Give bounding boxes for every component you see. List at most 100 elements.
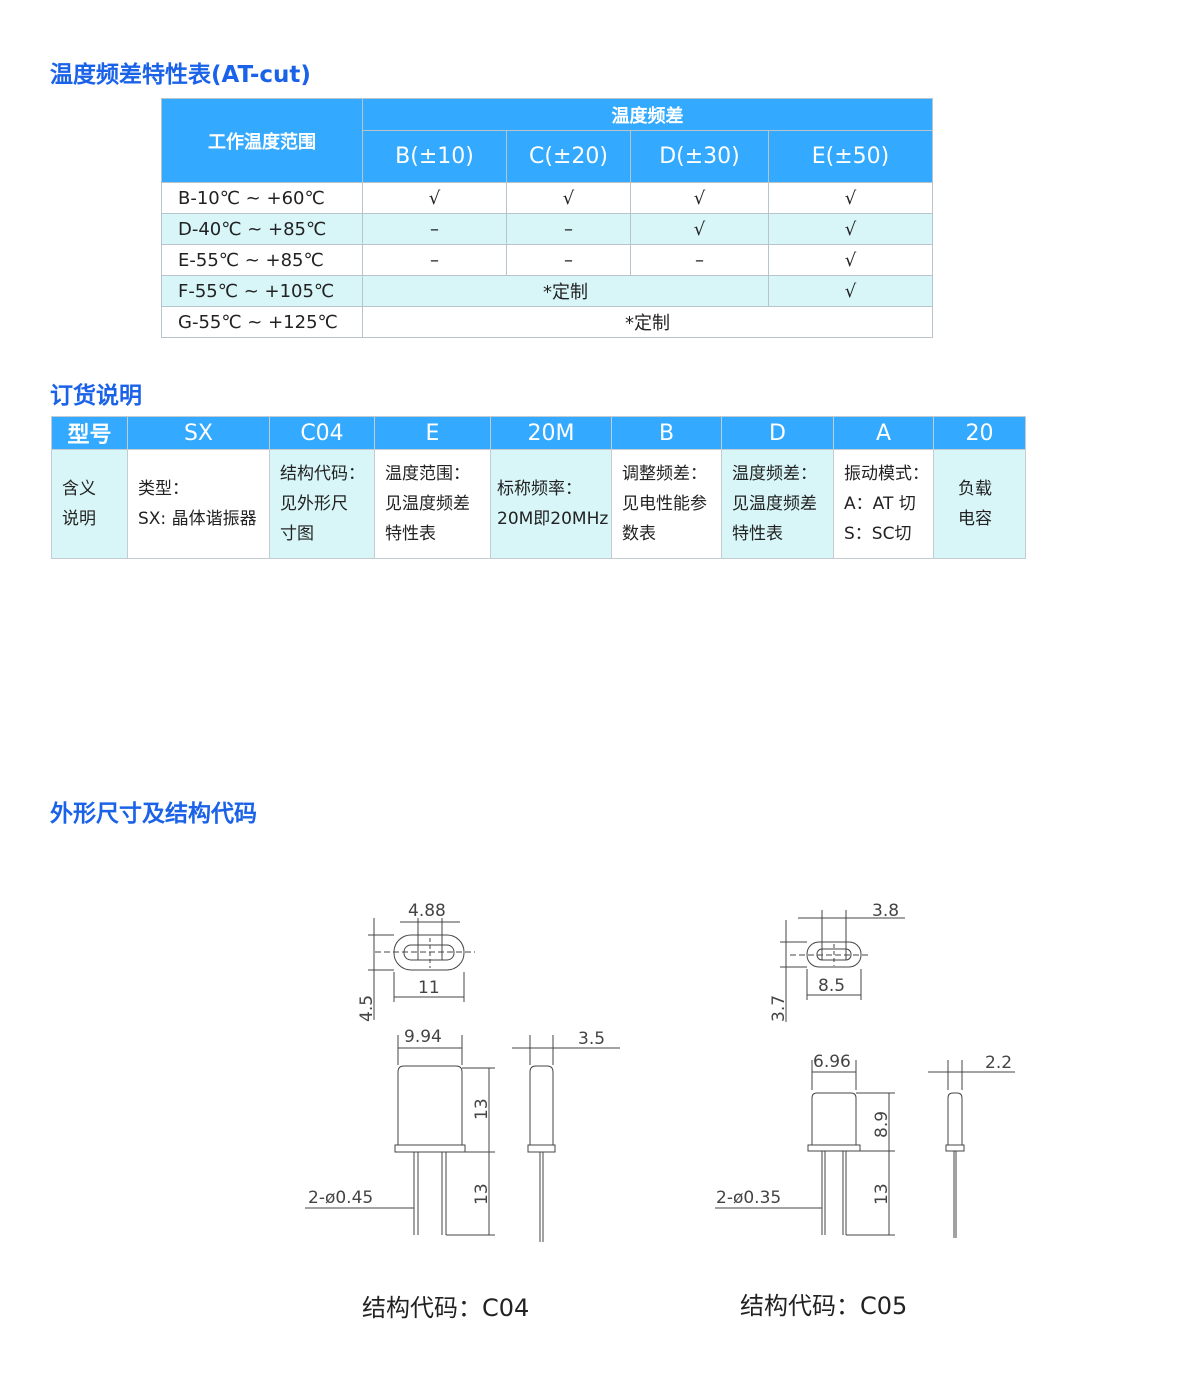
row-range: D-40℃ ~ +85℃ — [161, 213, 363, 245]
order-desc-cell: 负载电容 — [933, 449, 1026, 559]
order-desc-cell: 结构代码： 见外形尺寸图 — [269, 449, 375, 559]
desc-line: A：AT 切 — [844, 494, 916, 514]
c04-dim-body-height: 13 — [472, 1098, 492, 1120]
desc-line: 类型： — [138, 479, 189, 499]
order-header-cell: 型号 — [51, 416, 128, 450]
order-desc-cell: 振动模式： A：AT 切 S：SC切 — [833, 449, 934, 559]
cell: √ — [506, 182, 631, 214]
c04-dim-top-width: 4.88 — [408, 901, 446, 921]
order-code-table: 型号 SX C04 E 20M B D A 20 含义说明 类型：SX: 晶体谐… — [51, 416, 1026, 559]
c04-dim-body-width: 9.94 — [404, 1027, 442, 1047]
desc-line: 寸图 — [280, 524, 314, 544]
desc-line: 说明 — [62, 509, 96, 529]
desc-line: 电容 — [958, 509, 992, 529]
order-header-cell: E — [374, 416, 491, 450]
order-desc-cell: 温度范围： 见温度频差特性表 — [374, 449, 491, 559]
c05-top-view — [780, 910, 905, 1022]
order-header-cell: 20M — [490, 416, 612, 450]
desc-line: 调整频差： — [622, 464, 707, 484]
custom-cell: *定制 — [362, 306, 933, 338]
table-row: G-55℃ ~ +125℃ *定制 — [161, 306, 933, 338]
order-desc-cell: 温度频差： 见温度频差特性表 — [721, 449, 834, 559]
dimension-section-title: 外形尺寸及结构代码 — [50, 801, 257, 827]
cell: – — [362, 244, 507, 276]
order-desc-cell: 含义说明 — [51, 449, 128, 559]
c05-outline-drawing: 3.8 8.5 3.7 6.96 8.9 13 2-ø0.35 2.2 — [715, 901, 1015, 1238]
c05-caption: 结构代码：C05 — [740, 1292, 908, 1320]
col-c: C(±20) — [506, 130, 631, 183]
c05-dim-top-length: 8.5 — [818, 976, 845, 996]
c05-dim-lead-length: 13 — [872, 1183, 892, 1205]
temp-tolerance-table: 工作温度范围 温度频差 B(±10) C(±20) D(±30) E(±50) … — [161, 98, 933, 338]
temp-section-title: 温度频差特性表(AT-cut) — [50, 62, 311, 88]
cell: √ — [630, 182, 769, 214]
cell: √ — [768, 182, 933, 214]
order-desc-cell: 标称频率： 20M即20MHz — [490, 449, 612, 559]
c05-front-view — [715, 1060, 895, 1236]
order-desc-cell: 调整频差：见电性能参数表 — [611, 449, 722, 559]
desc-line: 含义 — [62, 479, 96, 499]
col-d: D(±30) — [630, 130, 769, 183]
cell: – — [506, 244, 631, 276]
cell: √ — [768, 275, 933, 307]
table-row: E-55℃ ~ +85℃ – – – √ — [161, 244, 933, 276]
desc-line: 振动模式： — [844, 464, 929, 484]
desc-line: 温度频差： — [732, 464, 817, 484]
desc-line: S：SC切 — [844, 524, 912, 544]
header-group: 温度频差 — [362, 98, 933, 131]
c04-caption: 结构代码：C04 — [362, 1294, 530, 1322]
c05-dim-pin: 2-ø0.35 — [716, 1188, 781, 1208]
custom-cell: *定制 — [362, 275, 769, 307]
c05-side-view — [928, 1060, 1015, 1238]
row-range: B-10℃ ~ +60℃ — [161, 182, 363, 214]
row-range: F-55℃ ~ +105℃ — [161, 275, 363, 307]
order-header-cell: 20 — [933, 416, 1026, 450]
c04-front-view — [305, 1035, 495, 1236]
desc-line: 见温度频差 — [385, 494, 470, 514]
header-range: 工作温度范围 — [161, 98, 363, 183]
desc-line: SX: 晶体谐振器 — [138, 509, 257, 529]
desc-line: 特性表 — [385, 524, 436, 544]
desc-line: 结构代码： — [280, 464, 365, 484]
table-row: D-40℃ ~ +85℃ – – √ √ — [161, 213, 933, 245]
table-row: F-55℃ ~ +105℃ *定制 √ — [161, 275, 933, 307]
c05-dim-top-height: 3.7 — [769, 995, 789, 1022]
desc-line: 特性表 — [732, 524, 783, 544]
cell: √ — [768, 213, 933, 245]
desc-line: 见电性能参 — [622, 494, 707, 514]
order-section-title: 订货说明 — [50, 383, 142, 409]
order-header-cell: A — [833, 416, 934, 450]
row-range: E-55℃ ~ +85℃ — [161, 244, 363, 276]
c05-dim-body-height: 8.9 — [872, 1111, 892, 1138]
c05-dim-body-width: 6.96 — [813, 1052, 851, 1072]
c04-dim-top-height: 4.5 — [357, 995, 377, 1022]
order-header-cell: C04 — [269, 416, 375, 450]
c04-side-view — [512, 1035, 620, 1242]
c04-dim-side-width: 3.5 — [578, 1029, 605, 1049]
table-row: B-10℃ ~ +60℃ √ √ √ √ — [161, 182, 933, 214]
cell: √ — [362, 182, 507, 214]
order-header-cell: D — [721, 416, 834, 450]
col-b: B(±10) — [362, 130, 507, 183]
desc-line: 见温度频差 — [732, 494, 817, 514]
cell: – — [362, 213, 507, 245]
order-desc-cell: 类型： SX: 晶体谐振器 — [127, 449, 270, 559]
c04-dim-top-length: 11 — [418, 978, 440, 998]
col-e: E(±50) — [768, 130, 933, 183]
c04-outline-drawing: 4.88 11 4.5 9.94 13 13 2-ø0.45 3.5 — [305, 901, 620, 1242]
c05-dim-side-width: 2.2 — [985, 1053, 1012, 1073]
c05-dim-top-width: 3.8 — [872, 901, 899, 921]
desc-line: 负载 — [958, 479, 992, 499]
desc-line: 见外形尺 — [280, 494, 348, 514]
c04-dim-lead-length: 13 — [472, 1183, 492, 1205]
cell: √ — [630, 213, 769, 245]
c04-dim-pin: 2-ø0.45 — [308, 1188, 373, 1208]
cell: √ — [768, 244, 933, 276]
cell: – — [630, 244, 769, 276]
order-header-cell: SX — [127, 416, 270, 450]
desc-line: 温度范围： — [385, 464, 470, 484]
desc-line: 标称频率： — [497, 479, 582, 499]
desc-line: 20M即20MHz — [497, 509, 609, 529]
cell: – — [506, 213, 631, 245]
c04-top-view — [368, 918, 475, 1020]
